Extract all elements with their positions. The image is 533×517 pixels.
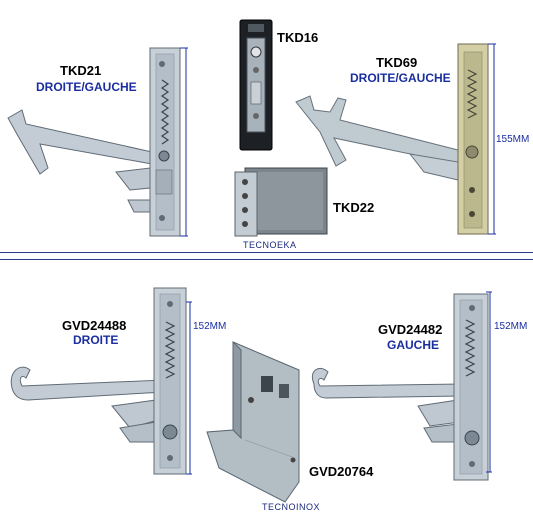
- section-divider-top: [0, 252, 533, 253]
- tecnoeka-brand: TECNOEKA: [243, 240, 297, 250]
- tkd22-plate-image: [234, 167, 328, 237]
- tkd21-side: DROITE/GAUCHE: [36, 80, 137, 94]
- gvd20764-plate-image: [206, 340, 300, 503]
- gvd24488-hinge-image: [10, 287, 192, 475]
- tkd16-code: TKD16: [277, 30, 319, 45]
- tkd22-code: TKD22: [333, 200, 375, 215]
- tkd69-dimension: 155MM: [496, 134, 530, 145]
- gvd24482-dimension: 152MM: [494, 321, 528, 332]
- tkd69-hinge-image: [295, 43, 496, 235]
- gvd24482-hinge-image: [312, 291, 492, 481]
- tkd21-code: TKD21: [60, 63, 102, 78]
- tkd21-hinge-image: [7, 47, 188, 237]
- section-divider-bottom: [0, 259, 533, 260]
- gvd24488-code: GVD24488: [62, 318, 127, 333]
- tkd69-code: TKD69: [376, 55, 418, 70]
- gvd24488-side: DROITE: [73, 333, 119, 347]
- tkd69-side: DROITE/GAUCHE: [350, 71, 451, 85]
- tkd16-plate-image: [239, 19, 273, 151]
- gvd24482-side: GAUCHE: [387, 338, 440, 352]
- gvd24488-dimension: 152MM: [193, 321, 227, 332]
- gvd24482-code: GVD24482: [378, 322, 443, 337]
- tecnoinox-brand: TECNOINOX: [262, 502, 321, 512]
- gvd20764-code: GVD20764: [309, 464, 374, 479]
